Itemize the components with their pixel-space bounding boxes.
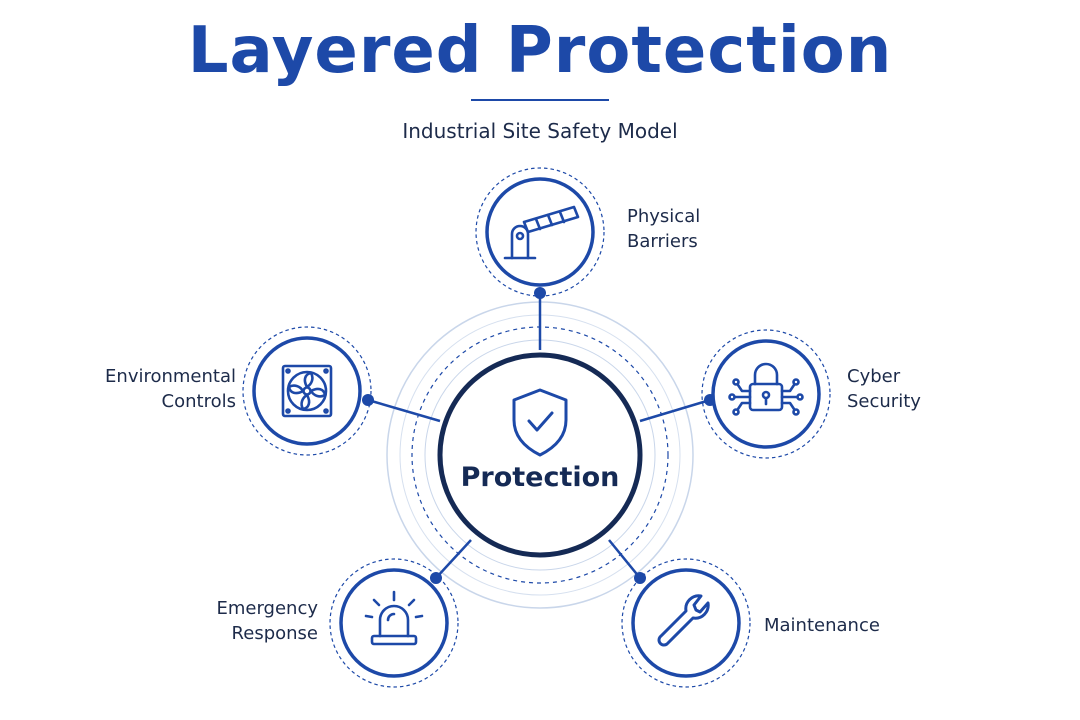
title-underline — [471, 99, 609, 101]
page-title: Layered Protection — [187, 14, 893, 88]
shield-check-icon — [512, 388, 568, 457]
node-environmental-controls — [242, 326, 372, 456]
connector-emergency-response — [435, 539, 472, 579]
label-cyber-security: Cyber Security — [847, 366, 921, 412]
page-subtitle: Industrial Site Safety Model — [402, 119, 678, 143]
center-label: Protection — [460, 462, 620, 493]
node-physical-barriers — [475, 167, 605, 297]
connector-environmental-controls — [367, 398, 441, 423]
center-node — [437, 352, 643, 558]
connector-cyber-security — [639, 398, 711, 423]
barrier-gate-icon — [503, 205, 580, 260]
siren-icon — [364, 590, 424, 646]
connector-maintenance — [608, 539, 641, 579]
node-emergency-response — [329, 558, 459, 688]
circuit-lock-icon — [728, 362, 804, 416]
node-maintenance — [621, 558, 751, 688]
label-maintenance: Maintenance — [764, 615, 880, 636]
node-cyber-security — [701, 329, 831, 459]
connector-lines — [367, 293, 711, 579]
wrench-icon — [657, 594, 710, 647]
label-emergency-response: Emergency Response — [216, 598, 318, 644]
ventilation-fan-icon — [281, 364, 333, 418]
label-physical-barriers: Physical Barriers — [627, 206, 701, 252]
label-environmental-controls: Environmental Controls — [105, 366, 236, 412]
